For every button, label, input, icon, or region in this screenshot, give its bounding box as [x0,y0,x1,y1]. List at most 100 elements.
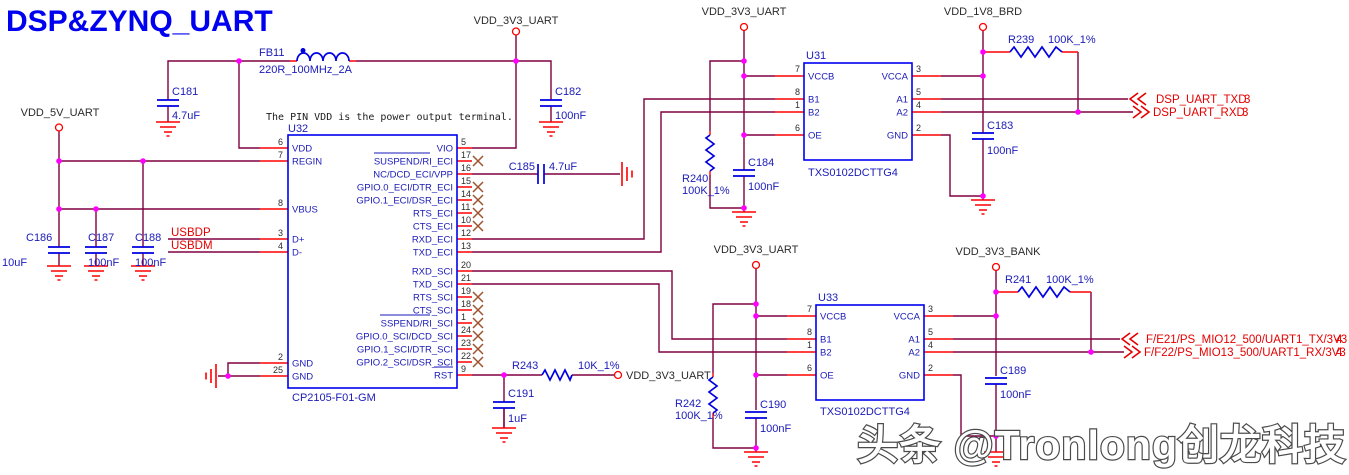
power-label-vdd5v: VDD_5V_UART [21,107,100,119]
pin-number: 1 [795,100,800,110]
pin-stubs [260,51,1091,417]
wire-u31-left [709,30,775,212]
power-label-3v3-1: VDD_3V3_UART [474,15,559,27]
net-label-dsp-txd-page: 3 [1244,94,1250,106]
pin-number: 21 [461,273,471,283]
power-label-rst-pullup: VDD_3V3_UART [626,370,711,382]
chevron-left-icon [1128,92,1147,106]
pin-name: A1 [908,335,920,346]
pin-number: 13 [461,241,471,251]
gnd-icon-c187 [84,265,108,281]
pin-name: RTS_ECI [413,209,453,220]
u31-ref: U31 [806,50,826,62]
pin-number: 3 [278,228,283,238]
pin-number: 1 [807,340,812,350]
c185-ref: C185 [509,161,535,173]
ground-symbols [47,121,1008,467]
pin-name: GPIO.0_SCI/DCD_SCI [356,332,453,343]
pin-number: 17 [461,150,471,160]
r239-value: 100K_1% [1048,34,1096,46]
pin-name: OE [820,371,834,382]
pin-name: B1 [820,335,832,346]
pin-name: RST [434,371,453,382]
u33-body [815,304,925,401]
c185-value: 4.7uF [549,161,577,173]
pin-number: 8 [795,87,800,97]
wire-vio [472,61,517,149]
pin-name: VBUS [292,205,318,216]
pin-name: GPIO.1_ECI/DSR_ECI [356,196,453,207]
chevron-right-icon [1132,105,1151,119]
power-label-3v3-3: VDD_3V3_UART [714,244,799,256]
power-circle-rst-pullup [613,370,623,380]
u31-stubs [775,75,941,136]
pin-number: 16 [461,163,471,173]
c187-value: 100nF [88,257,119,269]
pin-number: 15 [461,176,471,186]
u31-pins: VCCB B1 B2 OE VCCA A1 A2 GND 7 8 1 6 3 5… [795,64,921,142]
u31-part: TXS0102DCTTG4 [808,167,898,179]
u32-ref: U32 [288,123,308,135]
u32-right-pin-numbers: 5 17 16 15 14 11 10 12 13 20 21 19 18 1 … [461,137,471,374]
r243-ref: R243 [512,360,538,372]
pin-name: SUSPEND/RI_ECI [374,157,453,168]
pin-number: 4 [928,340,933,350]
power-circle-3v3-3 [751,260,761,270]
pin-name: VIO [437,144,453,155]
pin-number: 20 [461,260,471,270]
r239-ref: R239 [1008,34,1034,46]
pin-number: 8 [278,198,283,208]
wire-u33-left [712,268,787,452]
net-label-zynq-rx: F/F22/PS_MIO13_500/UART1_RX/3V3 [1144,347,1346,359]
pin-number: 6 [278,137,283,147]
wire-gnd-left [218,362,260,377]
pin-name: A2 [908,348,920,359]
pin-name: GPIO.2_SCI/DSR_SCI [356,358,453,369]
gnd-icon-u31-right [971,199,995,215]
c182-value: 100nF [555,110,586,122]
pin-number: 5 [916,87,921,97]
net-label-usbdm: USBDM [171,240,213,252]
c184-value: 100nF [748,181,779,193]
chevron-left-icon [1120,332,1139,346]
component-leads [290,51,1091,417]
resistor-r242 [707,376,719,414]
gnd-icon-u33-right [984,451,1008,467]
c181-ref: C181 [172,86,198,98]
c186-ref: C186 [26,232,52,244]
pin-name: D+ [292,235,305,246]
u32-left-pin-numbers: 6 7 8 3 4 2 25 [273,137,283,375]
gnd-icon-rotated-left [205,364,217,388]
power-circle-3v3-1 [511,27,521,36]
pin-name: B2 [808,108,820,119]
r242-value: 100K_1% [675,410,723,422]
pin-name: SSPEND/RI_SCI [381,319,453,330]
vdd-note: The PIN VDD is the power output terminal… [266,112,513,123]
pin-name: GND [292,372,313,383]
c183-value: 100nF [987,145,1018,157]
gnd-icon-rotated-right [621,162,633,186]
watermark-text: 头条 @Tronlong创龙科技 [857,422,1346,468]
pin-name: VDD [292,144,312,155]
c186-value: 10uF [2,257,27,269]
gnd-icon-c191 [492,427,516,443]
c181-value: 4.7uF [172,110,200,122]
u32-right-pin-names: VIO SUSPEND/RI_ECI NC/DCD_ECI/VPP GPIO.0… [356,144,453,382]
pin-name: VCCA [882,72,909,83]
resistor-r241 [1017,285,1071,299]
pin-number: 6 [807,363,812,373]
pin-name: TXD_ECI [413,248,453,259]
net-label-zynq-tx: F/E21/PS_MIO12_500/UART1_TX/3V3 [1146,334,1347,346]
pin-name: RTS_SCI [413,293,453,304]
fb11-ref: FB11 [259,47,284,59]
pin-number: 2 [916,123,921,133]
pin-number: 22 [461,351,471,361]
u32-left-stubs [260,147,288,377]
pin-name: D- [292,248,302,259]
power-circle-3v3-bank [991,262,1001,272]
power-circle-3v3-2 [739,22,749,32]
pin-number: 7 [795,64,800,74]
gnd-icon-c188 [131,265,155,281]
pin-name: OE [808,131,822,142]
pin-number: 23 [461,338,471,348]
